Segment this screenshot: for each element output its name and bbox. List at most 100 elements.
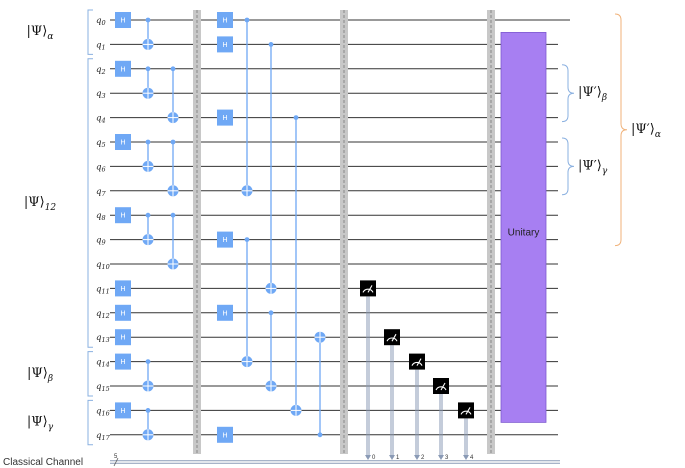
qubit-label-index: 17 [101,434,110,442]
cnot-control-dot [244,237,250,243]
qubit-label: q15 [96,382,110,393]
cnot-control-dot [170,139,176,145]
hadamard-gate [217,304,233,321]
hadamard-gate-label: H [222,309,227,317]
qubit-label: q7 [96,187,106,198]
qubit-label-index: 8 [101,214,105,222]
hadamard-gate [115,304,131,321]
qubit-label-index: 2 [100,68,105,76]
qubit-label-name: q [96,89,102,99]
meter-icon [435,386,447,391]
state-label-base: |Ψ′⟩ [578,85,602,100]
cnot-control-dot [170,66,176,72]
meter-icon [411,361,423,366]
measurement-gate [409,353,425,370]
hadamard-gate-label: H [222,114,227,122]
qubit-label: q11 [96,284,110,295]
hadamard-gate-label: H [120,358,125,366]
state-label-subscript: β [47,374,53,384]
hadamard-gate-label: H [120,309,125,317]
hadamard-gate [217,36,233,53]
qubit-label-name: q [96,309,102,319]
left-state-bracket [87,9,93,55]
hadamard-gate [115,60,131,77]
left-state-bracket [87,399,93,446]
left-state-label: |Ψ⟩β [27,366,53,384]
qubit-label: q9 [96,236,106,247]
qubit-label: q5 [96,138,106,149]
qubit-label-name: q [96,211,102,221]
classical-bit-label: 2 [421,455,425,461]
classical-bit-label: 3 [445,455,449,461]
hadamard-gate-label: H [222,17,227,25]
qubit-label-name: q [96,16,102,26]
right-state-brace [614,13,628,247]
qubit-label-name: q [96,187,102,197]
cnot-control-dot [268,42,274,47]
qubit-label-name: q [96,236,102,246]
measurement-gate [458,402,474,419]
measurement-gate [360,280,376,297]
classical-channel-label: Classical Channel [3,457,83,468]
cnot-control-dot [145,139,151,145]
hadamard-gate-label: H [120,17,125,25]
meter-needle-icon [367,285,373,293]
measure-arrow [463,455,469,460]
qubit-wires [110,19,570,436]
meter-needle-icon [440,382,446,391]
hadamard-gate [115,280,131,297]
qubit-label-index: 13 [101,336,109,344]
qubit-label-name: q [96,333,102,343]
qubit-label-index: 7 [101,190,106,198]
classical-bit-label: 4 [470,455,474,461]
qubit-label-name: q [96,65,102,75]
right-state-label: |Ψ′⟩β [578,85,607,103]
measurement-gate [433,378,449,394]
right-state-brace [561,64,575,123]
unitary-block [500,32,547,423]
state-label-base: |Ψ′⟩ [578,158,602,173]
cnot-control-dot [317,432,323,438]
qubit-label: q0 [96,16,106,27]
left-state-label: |Ψ⟩12 [24,195,57,213]
qubit-label-index: 9 [101,239,105,247]
measure-arrow [389,455,395,460]
hadamard-gate [217,12,233,28]
qubit-label-name: q [96,382,102,392]
state-label-base: |Ψ⟩ [24,195,45,210]
qubit-label: q14 [96,358,110,369]
right-state-labels: |Ψ′⟩β|Ψ′⟩γ|Ψ′⟩α [561,13,661,247]
qubit-label: q17 [96,431,111,442]
qubit-label: q6 [96,162,106,173]
state-label-subscript: 12 [45,203,57,213]
state-label-base: |Ψ⟩ [27,415,48,430]
state-label-base: |Ψ⟩ [27,24,48,39]
meter-needle-icon [465,407,471,415]
state-label-subscript: γ [602,166,608,176]
hadamard-gate [115,329,131,346]
state-label-subscript: α [655,130,661,140]
hadamard-gate-label: H [222,431,227,439]
qubit-label-name: q [96,40,102,50]
left-state-label: |Ψ⟩γ [27,415,54,433]
qubit-label-name: q [96,358,102,368]
classical-width-slash [113,457,119,467]
qubit-label-name: q [96,284,102,294]
qubit-label-name: q [96,431,102,441]
meter-icon [386,337,398,342]
cnot-control-dot [244,17,250,23]
classical-width-label: 5 [114,454,118,460]
qubit-label-index: 1 [101,43,105,51]
hadamard-gate [115,353,131,370]
qubit-label-index: 15 [101,385,109,393]
cnot-control-dot [145,66,151,72]
measure-arrow [365,455,371,460]
left-state-label: |Ψ⟩α [27,24,54,42]
qubit-label-index: 11 [101,287,109,295]
meter-needle-icon [391,333,397,342]
qubit-label-index: 12 [101,312,109,320]
qubit-label-index: 14 [101,361,109,369]
cnot-control-dot [268,310,274,316]
